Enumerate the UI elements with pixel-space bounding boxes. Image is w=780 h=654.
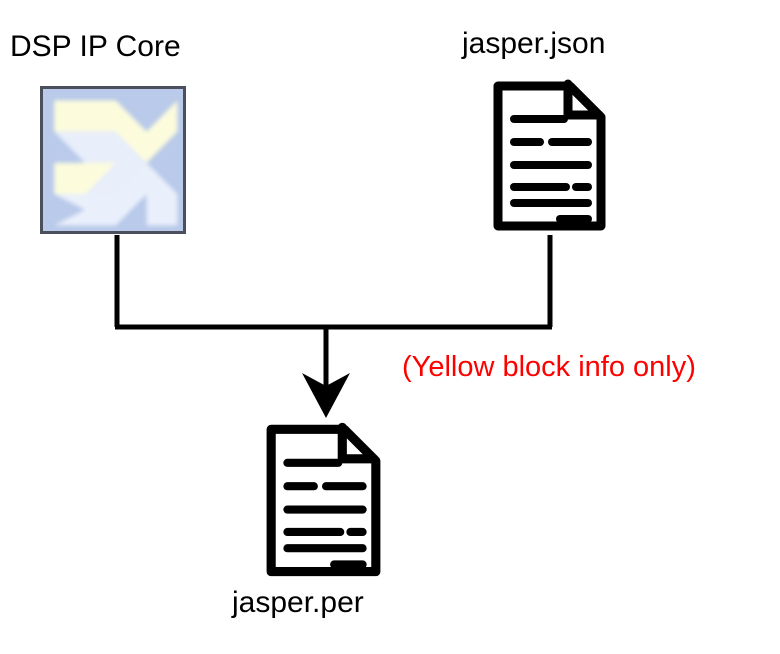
dsp-ip-core-label: DSP IP Core <box>10 30 181 63</box>
annotation-text: (Yellow block info only) <box>402 351 696 383</box>
xilinx-logo-icon <box>54 100 178 226</box>
document-icon <box>266 422 381 577</box>
jasper-json-label: jasper.json <box>462 27 606 60</box>
jasper-per-label: jasper.per <box>232 586 364 619</box>
jasper-per-document[interactable] <box>261 421 387 584</box>
jasper-json-document[interactable] <box>488 79 612 237</box>
dsp-ip-core-block[interactable] <box>40 86 186 234</box>
arrowhead-icon <box>302 373 350 418</box>
document-icon <box>493 79 606 231</box>
